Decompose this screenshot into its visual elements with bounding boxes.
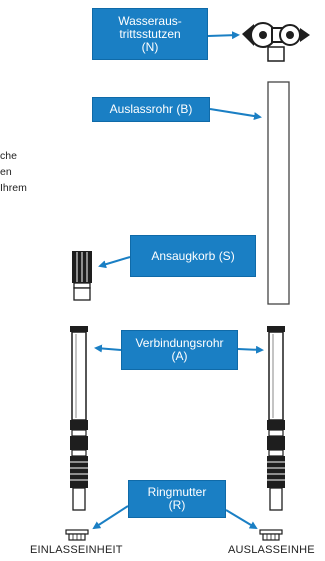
label-ring-nut-line1: Ringmutter xyxy=(147,485,207,499)
ring-nut-left xyxy=(65,529,89,541)
caption-outlet-unit: AUSLASSEINHE xyxy=(228,544,315,556)
arrow-connecting-pipe-right xyxy=(237,345,264,354)
arrow-outlet-fitting xyxy=(207,31,240,40)
label-ring-nut-line2: (R) xyxy=(168,498,186,512)
side-note-line2: en xyxy=(0,166,12,178)
label-water-outlet: Wasseraus- trittsstutzen (N) xyxy=(92,8,208,60)
arrow-connecting-pipe-left xyxy=(94,344,122,353)
water-outlet-fitting xyxy=(242,22,310,62)
outlet-pipe xyxy=(267,81,290,305)
ring-nut-right xyxy=(259,529,283,541)
side-note-cropped: che en Ihrem xyxy=(0,148,60,196)
label-connecting-pipe-line2: (A) xyxy=(171,349,188,363)
arrow-strainer xyxy=(98,256,131,269)
label-strainer-text: Ansaugkorb (S) xyxy=(151,248,235,263)
arrow-ring-nut-right xyxy=(225,509,258,530)
side-note-line3: Ihrem xyxy=(0,182,27,194)
label-ring-nut: Ringmutter (R) xyxy=(128,480,226,518)
label-outlet-pipe-text: Auslassrohr (B) xyxy=(109,102,193,116)
label-water-outlet-line2: trittsstutzen xyxy=(119,26,181,41)
label-water-outlet-line3: (N) xyxy=(141,39,159,54)
connecting-pipe-left xyxy=(70,326,88,511)
side-note-line1: che xyxy=(0,150,17,162)
label-water-outlet-line1: Wasseraus- xyxy=(118,13,182,28)
intake-strainer xyxy=(72,251,92,301)
caption-inlet-unit: EINLASSEINHEIT xyxy=(30,544,123,556)
arrow-outlet-pipe xyxy=(209,108,262,121)
label-strainer: Ansaugkorb (S) xyxy=(130,235,256,277)
label-connecting-pipe-line1: Verbindungsrohr xyxy=(135,336,224,350)
arrow-ring-nut-left xyxy=(92,505,129,530)
label-connecting-pipe: Verbindungsrohr (A) xyxy=(121,330,238,370)
connecting-pipe-right xyxy=(267,326,285,511)
label-outlet-pipe: Auslassrohr (B) xyxy=(92,97,210,122)
